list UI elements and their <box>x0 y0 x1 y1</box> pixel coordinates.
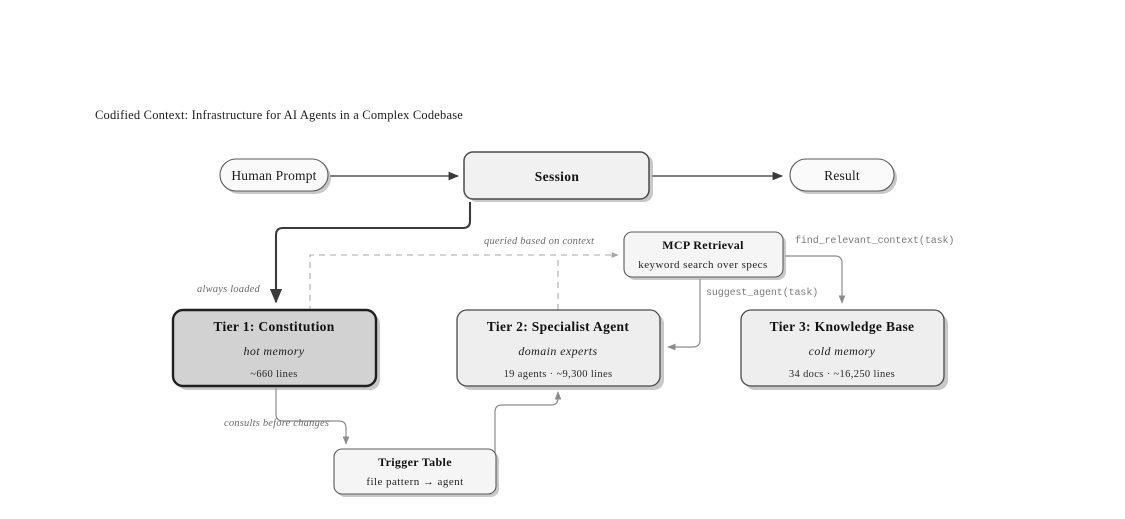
node-tier1-meta: ~660 lines <box>250 369 297 380</box>
node-tier2-meta: 19 agents · ~9,300 lines <box>504 369 613 380</box>
node-tier1-subtitle: hot memory <box>244 344 305 358</box>
node-tier2-specialist-agent[interactable]: Tier 2: Specialist Agent domain experts … <box>456 309 664 390</box>
node-trigger-table-subtitle: file pattern → agent <box>366 476 463 488</box>
node-tier3-meta: 34 docs · ~16,250 lines <box>789 369 895 380</box>
node-tier2-label: Tier 2: Specialist Agent <box>487 319 630 334</box>
edge-label-consults-before-changes: consults before changes <box>224 418 329 429</box>
edge-trigger-table-to-tier2 <box>494 391 562 471</box>
node-human-prompt[interactable]: Human Prompt <box>219 158 331 194</box>
node-tier1-label: Tier 1: Constitution <box>213 319 334 334</box>
node-session-label: Session <box>535 169 580 184</box>
node-tier3-subtitle: cold memory <box>809 344 876 358</box>
edge-mcp-to-tier2 <box>667 279 701 351</box>
edge-tier1-queried-to-mcp <box>309 252 619 312</box>
node-session[interactable]: Session <box>463 151 653 202</box>
edge-label-suggest-agent: suggest_agent(task) <box>706 287 818 299</box>
node-tier3-label: Tier 3: Knowledge Base <box>770 319 915 334</box>
edge-label-always-loaded: always loaded <box>197 284 261 295</box>
edge-label-find-relevant-context: find_relevant_context(task) <box>795 235 954 247</box>
node-tier3-knowledge-base[interactable]: Tier 3: Knowledge Base cold memory 34 do… <box>740 309 948 390</box>
edge-mcp-to-tier3 <box>785 255 846 304</box>
node-mcp-retrieval[interactable]: MCP Retrieval keyword search over specs <box>623 231 786 280</box>
node-trigger-table[interactable]: Trigger Table file pattern → agent <box>333 448 499 497</box>
node-tier2-subtitle: domain experts <box>518 344 597 358</box>
edge-label-queried-based-on-context: queried based on context <box>484 236 595 247</box>
node-trigger-table-label: Trigger Table <box>378 455 452 469</box>
node-mcp-retrieval-label: MCP Retrieval <box>662 238 744 252</box>
edge-layer: always loaded queried based on context f… <box>197 171 954 471</box>
node-tier1-constitution[interactable]: Tier 1: Constitution hot memory ~660 lin… <box>171 308 380 390</box>
node-result-label: Result <box>824 168 860 183</box>
edge-session-to-tier1 <box>269 202 472 304</box>
node-mcp-retrieval-subtitle: keyword search over specs <box>638 259 767 271</box>
page-title: Codified Context: Infrastructure for AI … <box>95 108 463 122</box>
node-human-prompt-label: Human Prompt <box>231 168 316 183</box>
edge-tier1-to-trigger-table <box>275 388 350 445</box>
node-result[interactable]: Result <box>789 158 897 194</box>
